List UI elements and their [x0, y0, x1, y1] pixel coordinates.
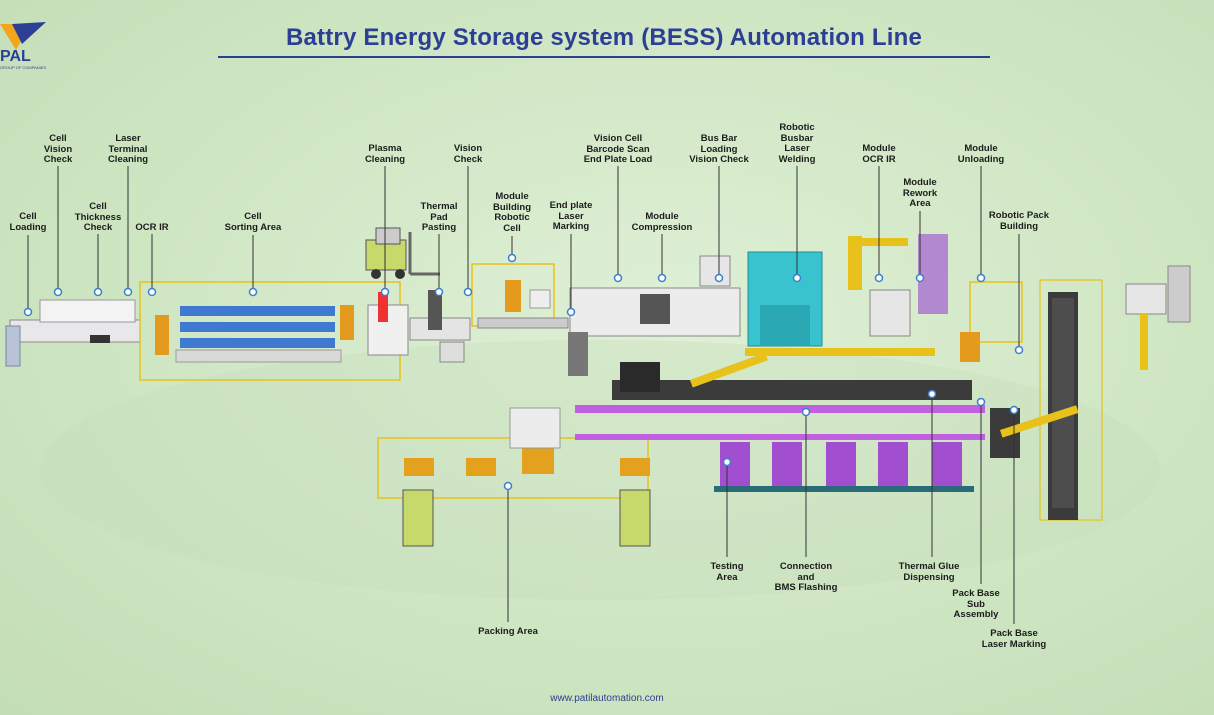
label-vision-cell-barcode-scan: Vision Cell Barcode Scan End Plate Load: [583, 133, 653, 165]
label-marker: [1009, 405, 1019, 415]
label-marker: [927, 389, 937, 399]
label-robotic-busbar-laser-welding: Robotic Busbar Laser Welding: [778, 122, 816, 165]
label-packing-area: Packing Area: [478, 626, 538, 637]
label-marker: [503, 481, 513, 491]
label-markers: [23, 253, 1024, 491]
label-marker: [53, 287, 63, 297]
forklift-top: [365, 227, 440, 279]
label-module-unloading: Module Unloading: [957, 143, 1005, 165]
label-marker: [463, 287, 473, 297]
label-cell-loading: Cell Loading: [9, 211, 47, 233]
label-marker: [1014, 345, 1024, 355]
thermal-glue-line: [612, 352, 1079, 458]
label-marker: [93, 287, 103, 297]
testing-flashing-area: [575, 405, 985, 492]
plasma-pad-stations: [367, 290, 471, 363]
label-pack-base-sub-assembly: Pack Base Sub Assembly: [952, 588, 1000, 620]
label-laser-terminal-cleaning: Laser Terminal Cleaning: [107, 133, 149, 165]
logo-text: PAL: [0, 48, 31, 65]
label-module-compression: Module Compression: [631, 211, 693, 233]
pal-logo-icon: [0, 22, 46, 50]
module-ocr-rework: [848, 234, 1023, 362]
label-marker: [714, 273, 724, 283]
label-plasma-cleaning: Plasma Cleaning: [364, 143, 406, 165]
label-marker: [380, 287, 390, 297]
label-marker: [976, 273, 986, 283]
label-marker: [657, 273, 667, 283]
label-pack-base-laser-marking: Pack Base Laser Marking: [981, 628, 1047, 650]
label-module-ocr-ir: Module OCR IR: [862, 143, 896, 165]
label-module-rework-area: Module Rework Area: [902, 177, 938, 209]
label-cell-vision-check: Cell Vision Check: [43, 133, 73, 165]
label-connection-bms-flashing: Connection and BMS Flashing: [774, 561, 838, 593]
title-underline: [218, 56, 990, 58]
cell-inspection-station: [5, 299, 141, 367]
logo-subtext: GROUP OF COMPANIES: [0, 65, 47, 70]
page-title: Battry Energy Storage system (BESS) Auto…: [285, 24, 923, 51]
label-marker: [613, 273, 623, 283]
label-marker: [566, 307, 576, 317]
label-end-plate-laser-marking: End plate Laser Marking: [549, 200, 593, 232]
label-marker: [976, 397, 986, 407]
label-cell-thickness-check: Cell Thickness Check: [74, 201, 122, 233]
module-building-cell: [471, 263, 569, 329]
label-ocr-ir: OCR IR: [135, 222, 169, 233]
packing-area: [377, 407, 651, 547]
label-marker: [874, 273, 884, 283]
label-marker: [248, 287, 258, 297]
label-marker: [507, 253, 517, 263]
label-marker: [801, 407, 811, 417]
pack-building-line: [1039, 265, 1191, 521]
label-marker: [434, 287, 444, 297]
label-bus-bar-loading: Bus Bar Loading Vision Check: [689, 133, 749, 165]
label-marker: [722, 457, 732, 467]
compression-area: [568, 255, 741, 376]
label-marker: [23, 307, 33, 317]
label-marker: [147, 287, 157, 297]
laser-welding-booth: [745, 251, 935, 356]
label-robotic-pack-building: Robotic Pack Building: [988, 210, 1050, 232]
label-testing-area: Testing Area: [710, 561, 744, 583]
label-marker: [915, 273, 925, 283]
label-thermal-glue-dispensing: Thermal Glue Dispensing: [898, 561, 960, 583]
label-marker: [123, 287, 133, 297]
label-module-building-robotic-cell: Module Building Robotic Cell: [493, 191, 531, 234]
label-thermal-pad-pasting: Thermal Pad Pasting: [420, 201, 458, 233]
website-footer: www.patilautomation.com: [550, 693, 664, 704]
label-vision-check: Vision Check: [453, 143, 483, 165]
leader-lines: [27, 166, 1020, 624]
label-cell-sorting-area: Cell Sorting Area: [224, 211, 282, 233]
label-marker: [792, 273, 802, 283]
